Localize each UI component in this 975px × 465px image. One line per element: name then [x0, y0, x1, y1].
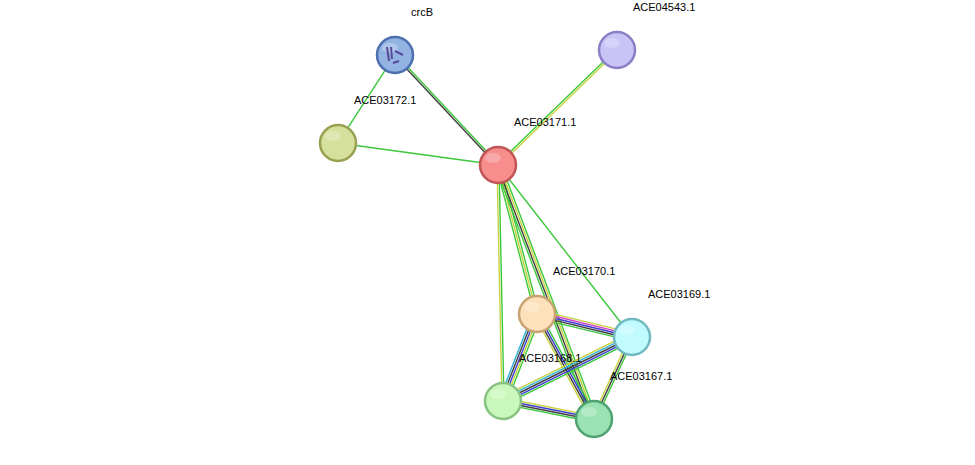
evidence-line [545, 330, 585, 403]
interaction-edge [407, 67, 487, 152]
evidence-line [502, 183, 585, 403]
protein-label: ACE03172.1 [354, 93, 416, 107]
interaction-edge [520, 402, 577, 419]
evidence-line [554, 320, 614, 335]
node-highlight [581, 407, 597, 417]
node-circle-shape [519, 296, 555, 332]
node-circle [478, 145, 518, 185]
evidence-line [555, 316, 615, 331]
protein-node: ACE03172.1 [318, 123, 358, 163]
node-highlight [604, 38, 620, 48]
protein-node: crcB [375, 35, 415, 75]
evidence-line [510, 62, 603, 152]
interaction-edge [497, 183, 503, 383]
node-circle [517, 294, 557, 334]
evidence-line [407, 69, 485, 153]
node-circle-shape [377, 37, 413, 73]
evidence-line [517, 341, 614, 389]
interaction-edge [356, 145, 480, 162]
protein-node: ACE04543.1 [597, 30, 637, 70]
evidence-line [546, 329, 586, 402]
node-highlight [524, 302, 540, 312]
protein-label: ACE03168.1 [519, 351, 581, 365]
node-circle-shape [576, 401, 612, 437]
node-highlight [619, 325, 635, 335]
protein-label: ACE03170.1 [553, 264, 615, 278]
protein-node: ACE03168.1 [483, 381, 523, 421]
evidence-line [356, 145, 480, 162]
interaction-edge [517, 341, 617, 396]
node-highlight [325, 131, 341, 141]
evidence-line [554, 322, 614, 337]
interaction-edge [510, 62, 605, 153]
evidence-line [543, 331, 583, 404]
node-circle [375, 35, 415, 75]
evidence-line [548, 328, 588, 401]
evidence-line [497, 183, 501, 383]
evidence-line [520, 407, 576, 418]
interaction-edge [502, 181, 591, 403]
protein-label: ACE03171.1 [514, 115, 576, 129]
node-highlight [485, 153, 501, 163]
evidence-line [554, 318, 614, 333]
node-circle [483, 381, 523, 421]
node-circle [597, 30, 637, 70]
protein-label: crcB [411, 5, 433, 19]
evidence-line [555, 314, 615, 329]
protein-label: ACE03167.1 [610, 369, 672, 383]
protein-node: ACE03167.1 [574, 399, 614, 439]
evidence-line [519, 345, 616, 393]
node-circle-shape [485, 383, 521, 419]
evidence-line [520, 405, 576, 416]
protein-node: ACE03170.1 [517, 294, 557, 334]
protein-node: ACE03171.1 [478, 145, 518, 185]
structure-glyph [387, 47, 403, 63]
protein-label: ACE03169.1 [648, 287, 710, 301]
protein-label: ACE04543.1 [633, 0, 695, 14]
evidence-line [408, 67, 486, 151]
node-circle-shape [614, 319, 650, 355]
evidence-line [518, 343, 615, 391]
node-circle-shape [320, 125, 356, 161]
node-circle [318, 123, 358, 163]
evidence-line [512, 63, 605, 153]
node-circle-shape [599, 32, 635, 68]
node-circle [574, 399, 614, 439]
node-highlight [490, 389, 506, 399]
node-circle [612, 317, 652, 357]
protein-node: ACE03169.1 [612, 317, 652, 357]
interaction-edge [554, 314, 616, 336]
node-circle-shape [480, 147, 516, 183]
